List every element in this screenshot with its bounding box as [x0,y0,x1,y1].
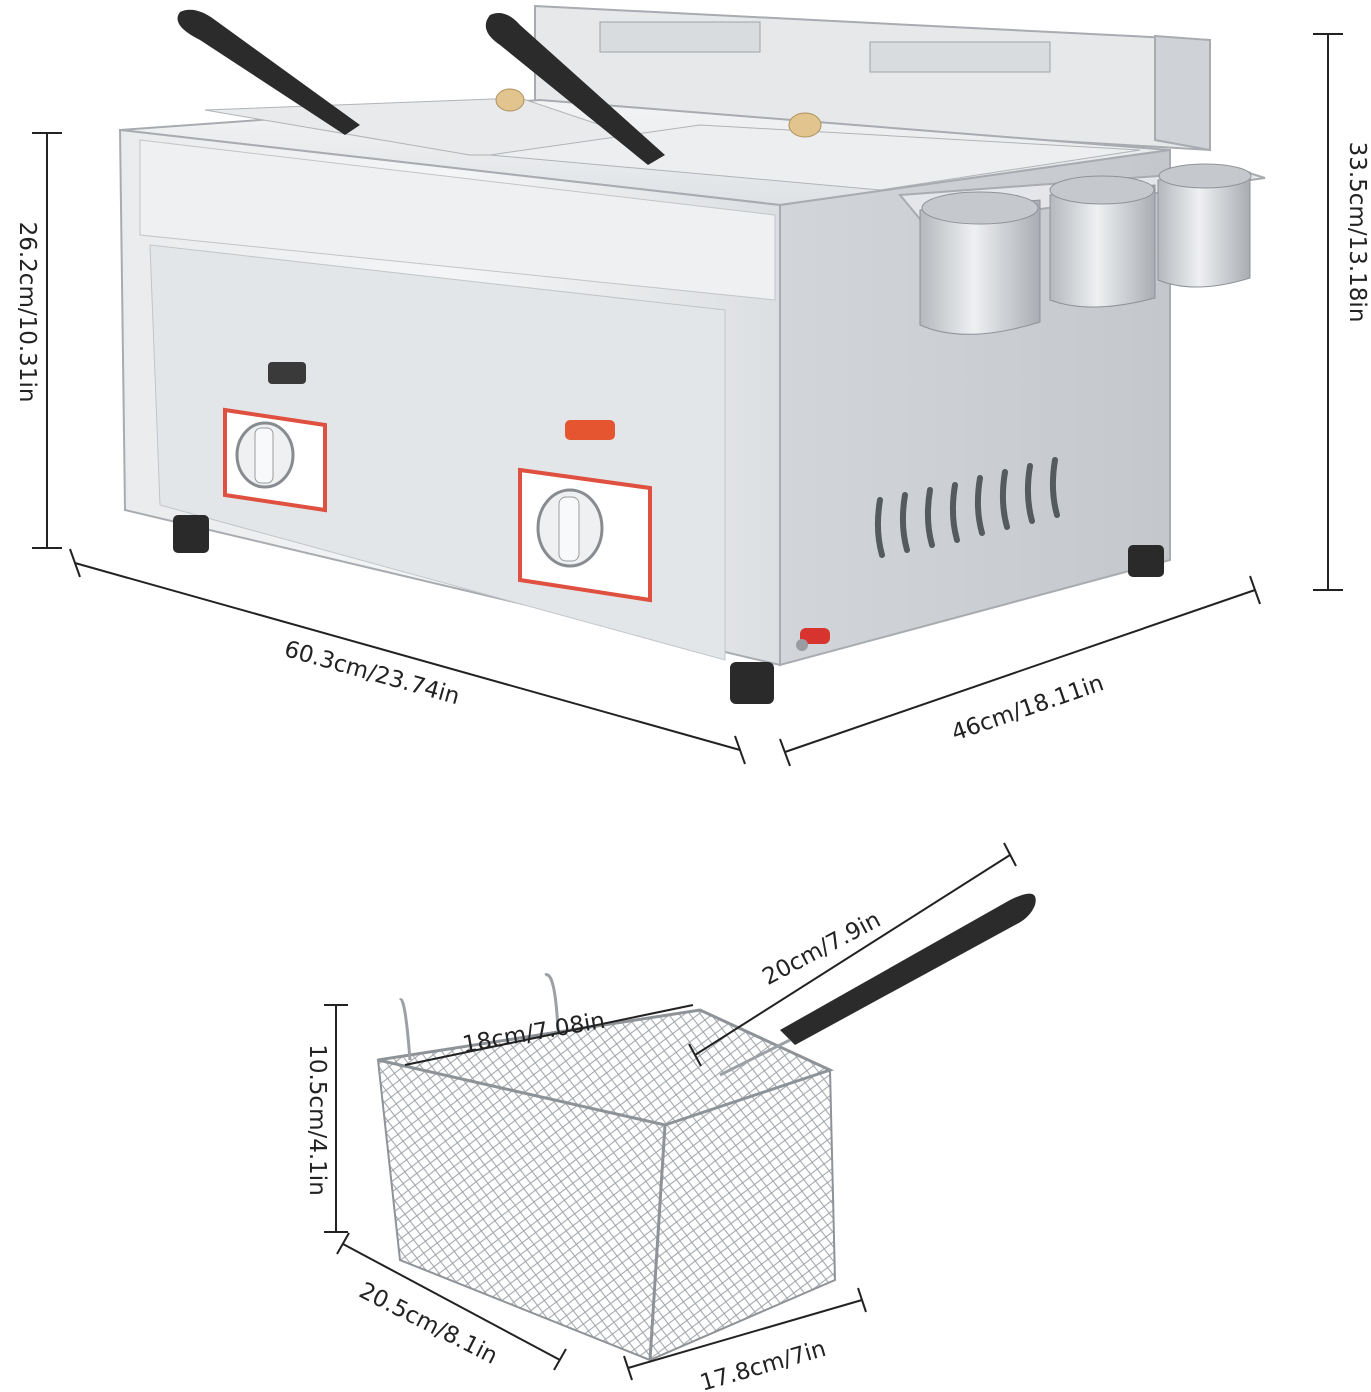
basket-handle [780,893,1036,1045]
lid-knob-right [788,112,822,138]
basket-height-label: 10.5cm/4.1in [304,1044,330,1196]
basket-illustration [376,893,1036,1362]
fryer-depth-label: 46cm/18.11in [948,670,1107,746]
basket-handle-left [177,9,360,135]
power-switch [268,362,306,384]
control-knob-right [518,467,652,603]
dimension-lines [32,33,1343,1381]
control-knob-left [223,407,327,513]
indicator-light [565,420,615,440]
lid-knob-left [495,88,525,112]
basket-body [376,1008,837,1362]
drain-valve [796,628,830,651]
side-vents [874,457,1060,558]
basket-handle-label: 20cm/7.9in [758,907,885,991]
fryer-illustration [118,4,1266,704]
fryer-feet [173,515,1164,704]
fryer-body-height-label: 26.2cm/10.31in [14,222,40,403]
utensil-cups [919,163,1252,335]
basket-width-label: 17.8cm/7in [697,1336,829,1392]
basket-handle-right [485,12,665,166]
fryer-total-height-label: 33.5cm/13.18in [1344,142,1370,323]
